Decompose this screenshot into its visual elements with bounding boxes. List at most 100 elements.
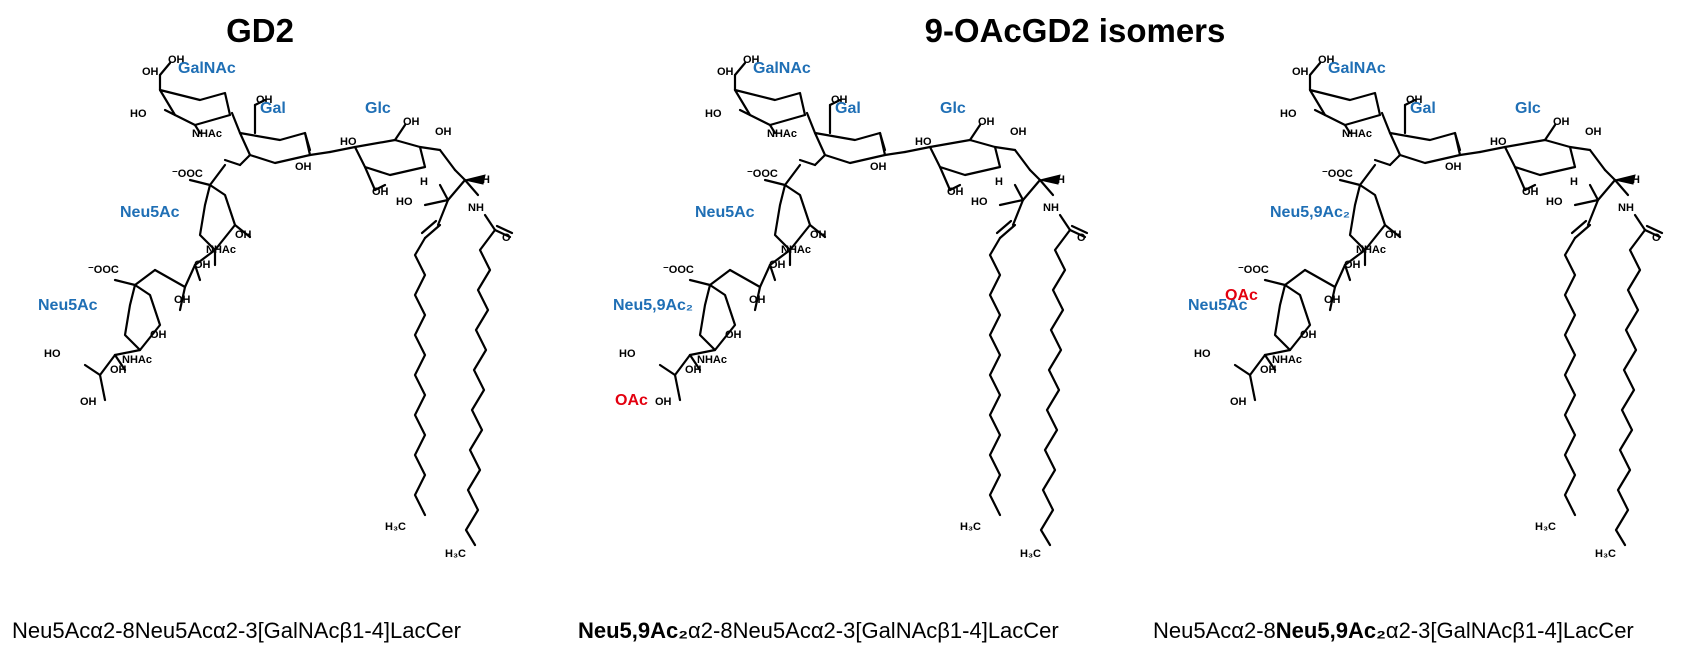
atom-label: H: [1570, 176, 1578, 188]
atom-label: O: [1652, 232, 1661, 244]
atom-label: H₃C: [1535, 521, 1556, 533]
atom-label: H₃C: [960, 521, 981, 533]
atom-label: OH: [1292, 66, 1309, 78]
atom-label: H: [1632, 174, 1640, 186]
caption-bold-residue: Neu5,9Ac₂: [578, 618, 689, 643]
atom-label: ⁻OOC: [1322, 168, 1353, 180]
neu-outer-label: Neu5,9Ac₂: [613, 297, 693, 314]
caption-bold-residue: Neu5,9Ac₂: [1275, 618, 1386, 643]
isomer2-caption: Neu5Acα2-8Neu5,9Ac₂α2-3[GalNAcβ1-4]LacCe…: [1153, 618, 1634, 644]
atom-label: OH: [1406, 94, 1423, 106]
atom-label: H₃C: [1595, 548, 1616, 560]
gal-ring: [223, 98, 332, 167]
atom-label: NH: [468, 202, 484, 214]
atom-label: OH: [110, 364, 127, 376]
galnac-label: GalNAc: [753, 60, 811, 77]
atom-label: OH: [150, 329, 167, 341]
neu-inner-label: Neu5,9Ac₂: [1270, 204, 1350, 221]
atom-label: OH: [685, 364, 702, 376]
galnac-label: GalNAc: [178, 60, 236, 77]
oacgd2-inner-isomer-structure: OH OH HO NHAc OH OH HO OH OH OH ⁻OOC OH …: [1150, 54, 1697, 615]
atom-label: NHAc: [206, 244, 236, 256]
ceramide: [413, 168, 514, 547]
atom-label: HO: [340, 136, 357, 148]
atom-label: NH: [1618, 202, 1634, 214]
atom-label: OH: [947, 186, 964, 198]
atom-label: OH: [717, 66, 734, 78]
glc-ring: [1478, 123, 1607, 192]
atom-label: OH: [295, 161, 312, 173]
atom-label: NHAc: [122, 354, 152, 366]
atom-label: OH: [749, 294, 766, 306]
atom-label: OH: [256, 94, 273, 106]
caption-text: α2-8Neu5Acα2-3[GalNAcβ1-4]LacCer: [688, 618, 1059, 643]
atom-label: OH: [1522, 186, 1539, 198]
atom-label: HO: [44, 348, 61, 360]
atom-label: OH: [235, 229, 252, 241]
atom-label: H₃C: [445, 548, 466, 560]
atom-label: HO: [705, 108, 722, 120]
glc-label: Glc: [1515, 100, 1541, 117]
galnac-label: GalNAc: [1328, 60, 1386, 77]
atom-label: HO: [1280, 108, 1297, 120]
galnac-ring: [733, 61, 807, 135]
gd2-caption: Neu5Acα2-8Neu5Acα2-3[GalNAcβ1-4]LacCer: [12, 618, 461, 644]
atom-label: ⁻OOC: [663, 264, 694, 276]
atom-label: HO: [619, 348, 636, 360]
gal-label: Gal: [1410, 100, 1436, 117]
ceramide: [988, 168, 1089, 547]
caption-text-end: α2-3[GalNAcβ1-4]LacCer: [1385, 618, 1634, 643]
atom-label: NHAc: [1356, 244, 1386, 256]
atom-label: HO: [396, 196, 413, 208]
atom-label: OH: [435, 126, 452, 138]
atom-label: HO: [1490, 136, 1507, 148]
atom-label: NH: [1043, 202, 1059, 214]
neu-outer-ring: [1233, 268, 1337, 402]
gd2-heading: GD2: [226, 12, 294, 49]
galnac-ring: [1308, 61, 1382, 135]
atom-label: H: [1057, 174, 1065, 186]
neu-outer-label: Neu5Ac: [38, 297, 98, 314]
isomers-heading: 9-OAcGD2 isomers: [924, 12, 1226, 49]
atom-label: OH: [168, 54, 185, 66]
atom-label: OH: [1230, 396, 1247, 408]
neu-inner-label: Neu5Ac: [695, 204, 755, 221]
atom-label: NHAc: [781, 244, 811, 256]
atom-label: H₃C: [1020, 548, 1041, 560]
caption-text: Neu5Acα2-8Neu5Acα2-3[GalNAcβ1-4]LacCer: [12, 618, 461, 643]
oacgd2-outer-isomer-structure: OH OH HO NHAc OH OH HO OH OH OH ⁻OOC OH …: [575, 54, 1135, 615]
atom-label: HO: [130, 108, 147, 120]
atom-label: ⁻OOC: [88, 264, 119, 276]
gal-label: Gal: [260, 100, 286, 117]
atom-label: OH: [1385, 229, 1402, 241]
gal-ring: [798, 98, 907, 167]
neu-outer-ring: [658, 268, 762, 402]
neu-inner-ring: [753, 163, 827, 312]
atom-label: OH: [403, 116, 420, 128]
atom-label: OH: [725, 329, 742, 341]
neu-inner-label: Neu5Ac: [120, 204, 180, 221]
atom-label: OH: [80, 396, 97, 408]
atom-label: HO: [971, 196, 988, 208]
atom-label: OH: [769, 259, 786, 271]
atom-label: OH: [372, 186, 389, 198]
atom-label: OH: [1300, 329, 1317, 341]
atom-label: H₃C: [385, 521, 406, 533]
atom-label: OH: [743, 54, 760, 66]
atom-label: OH: [1324, 294, 1341, 306]
isomer1-caption: Neu5,9Ac₂α2-8Neu5Acα2-3[GalNAcβ1-4]LacCe…: [578, 618, 1059, 644]
molecule-3: OH OH HO NHAc OH OH HO OH OH OH ⁻OOC OH …: [1188, 54, 1664, 560]
atom-label: HO: [1194, 348, 1211, 360]
atom-label: OH: [194, 259, 211, 271]
molecule-1: OH OH HO NHAc OH OH HO OH OH OH ⁻OOC OH …: [38, 54, 514, 560]
atom-label: O: [1077, 232, 1086, 244]
atom-label: OH: [1010, 126, 1027, 138]
atom-label: OH: [142, 66, 159, 78]
atom-label: OH: [1344, 259, 1361, 271]
neu-inner-ring: [1328, 163, 1402, 312]
oac-label: OAc: [615, 392, 648, 409]
atom-label: OH: [978, 116, 995, 128]
atom-label: NHAc: [1342, 128, 1372, 140]
glc-ring: [328, 123, 457, 192]
atom-label: NHAc: [697, 354, 727, 366]
